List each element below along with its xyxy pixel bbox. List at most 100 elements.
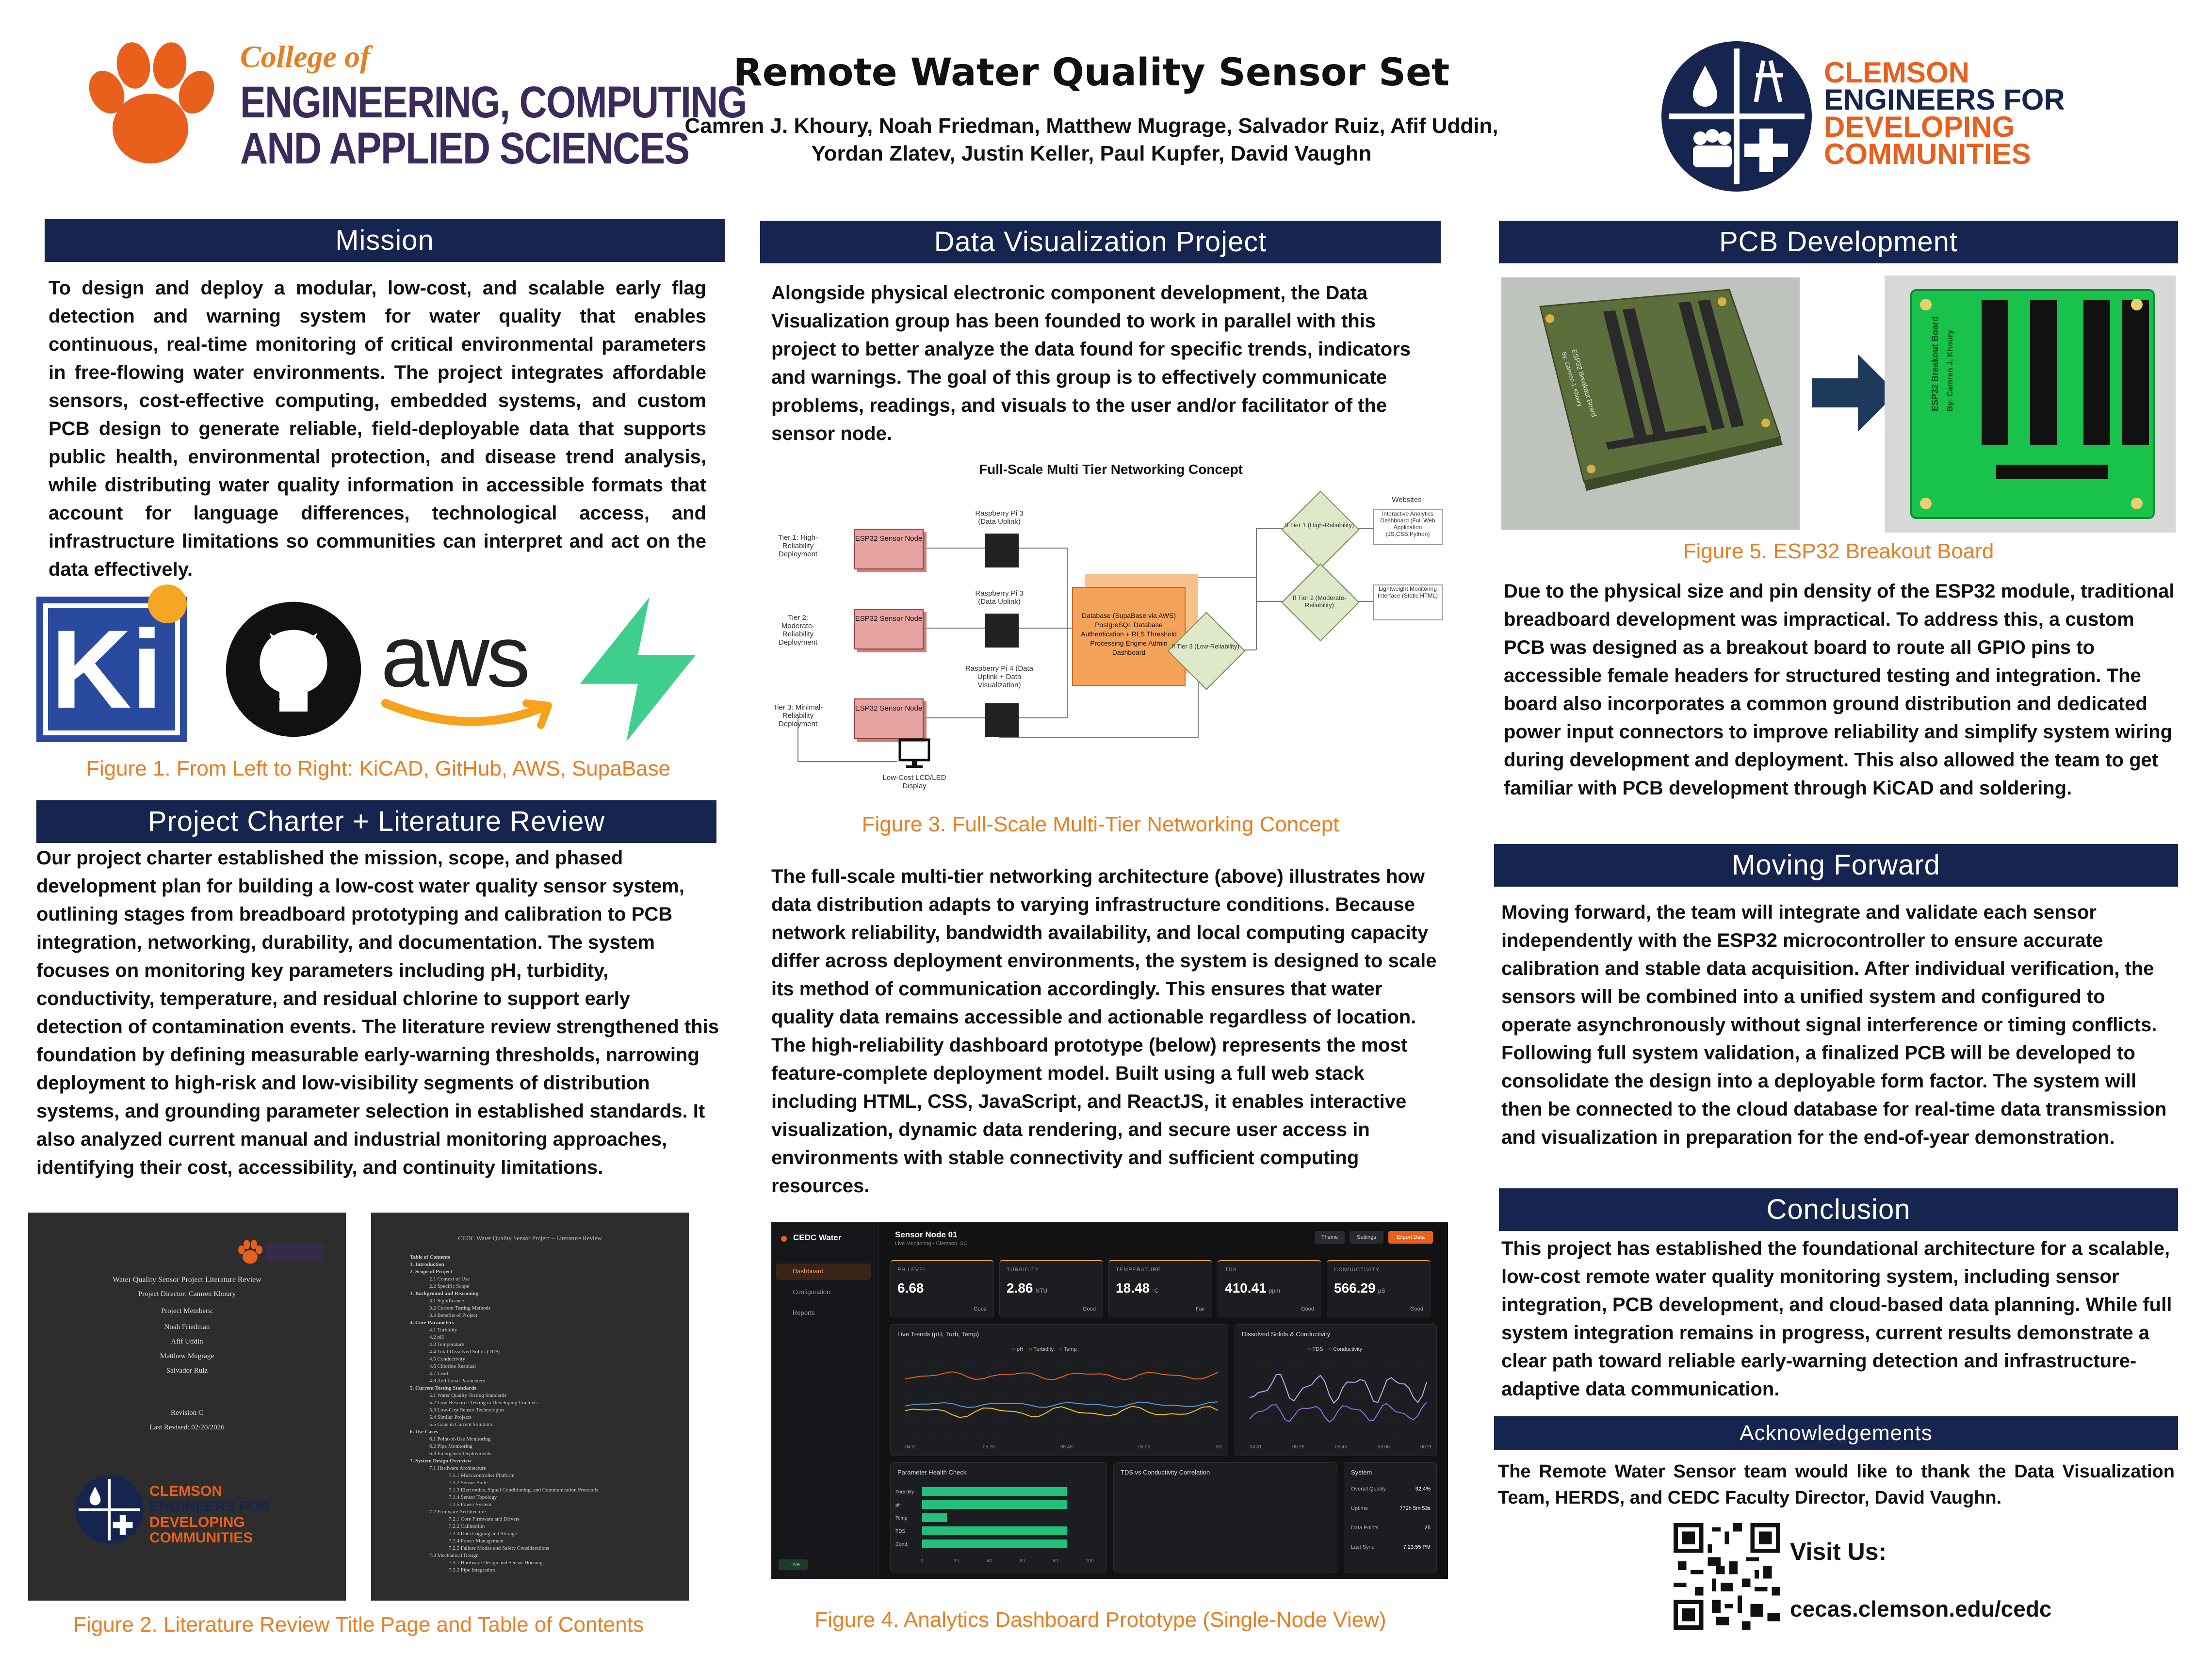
title-page-members: Project Members: xyxy=(161,1307,213,1315)
figure2-caption: Figure 2. Literature Review Title Page a… xyxy=(73,1613,644,1637)
system-title: System xyxy=(1351,1469,1372,1476)
pcb-physical-board-icon: ESP32 Breakout Board By: Camren J. Khour… xyxy=(1910,289,2155,519)
title-page-member: Matthew Mugrage xyxy=(160,1352,214,1360)
kpi-unit: °C xyxy=(1152,1287,1159,1294)
forward-header: Moving Forward xyxy=(1494,844,2178,887)
monitoring-interface-box: Lightweight Monitoring Interface (Static… xyxy=(1373,584,1443,620)
poster-title: Remote Water Quality Sensor Set xyxy=(733,51,1450,95)
pi1-label: Raspberry Pi 3 (Data Uplink) xyxy=(975,509,1024,526)
system-key: Uptime xyxy=(1351,1506,1368,1511)
solids-legend: ○ TDS ○ Conductivity xyxy=(1308,1346,1363,1352)
dash-node-sub: Live Monitoring • Clemson, SC xyxy=(895,1241,968,1247)
visit-url[interactable]: cecas.clemson.edu/cedc xyxy=(1790,1596,2052,1621)
toc-entry: 7.3 Mechanical Design xyxy=(429,1553,479,1558)
tier1-label: Tier 1: High-Reliability Deployment xyxy=(778,534,818,558)
tier3-decision: If Tier 3 (Low-Reliability) xyxy=(1171,643,1239,650)
title-page-member: Salvador Ruiz xyxy=(166,1367,208,1375)
tiger-paw-icon xyxy=(89,42,214,163)
small-cedc-l4: COMMUNITIES xyxy=(149,1530,253,1546)
kicad-dot-icon xyxy=(148,584,187,623)
health-row-label: TDS xyxy=(895,1529,905,1534)
cedc-line3: DEVELOPING xyxy=(1824,111,2015,143)
toc-entry: 7.2.5 Failure Modes and Safety Considera… xyxy=(449,1545,549,1551)
nav-dashboard[interactable]: Dashboard xyxy=(776,1264,871,1280)
kpi-title: TDS xyxy=(1225,1267,1237,1273)
system-value: 772h 5m 53s xyxy=(1399,1506,1431,1511)
export-button[interactable]: Export Data xyxy=(1388,1231,1433,1244)
kpi-value: 18.48°C xyxy=(1116,1280,1159,1296)
toc-entry: 2.1 Context of Use xyxy=(429,1276,470,1282)
solids-card: Dissolved Solids & Conductivity ○ TDS ○ … xyxy=(1235,1324,1437,1456)
toc-entry: 5.1 Water Quality Testing Standards xyxy=(429,1393,506,1398)
lit-review-title-page: Water Quality Sensor Project Literature … xyxy=(28,1213,346,1601)
time-tick-label: 06:06 xyxy=(1138,1444,1150,1450)
figure4-caption: Figure 4. Analytics Dashboard Prototype … xyxy=(814,1608,1386,1632)
brand-dot-icon xyxy=(781,1236,787,1242)
nav-reports[interactable]: Reports xyxy=(776,1305,871,1322)
charter-header: Project Charter + Literature Review xyxy=(36,800,716,843)
arrow-right-icon xyxy=(1812,354,1897,432)
toc-entry: 4.6 Chlorine Residual xyxy=(429,1363,476,1369)
pi3-chip-icon xyxy=(985,703,1019,737)
toc-entry: 7.2.4 Power Management xyxy=(449,1538,504,1544)
toc-entry: 2.2 Specific Scope xyxy=(429,1283,470,1289)
college-name-line1: ENGINEERING, COMPUTING xyxy=(240,78,747,127)
toc-entry: 5.2 Low-Resource Testing in Developing C… xyxy=(429,1400,538,1406)
tool-logos: Ki aws xyxy=(36,584,725,747)
dataviz-header: Data Visualization Project xyxy=(760,221,1441,263)
tier1-decision: If Tier 1 (High-Reliability) xyxy=(1285,521,1354,529)
toc-entry: 7.1.2 Sensor Suite xyxy=(449,1480,488,1486)
trends-title: Live Trends (pH, Turb, Temp) xyxy=(897,1330,979,1338)
health-row-label: Temp xyxy=(895,1516,908,1521)
health-tick-label: 80 xyxy=(1053,1558,1058,1564)
conductivity-series-line xyxy=(1249,1374,1427,1404)
cedc-line1: CLEMSON xyxy=(1824,56,1969,89)
health-bar xyxy=(922,1487,1068,1496)
cedc-line2: ENGINEERS FOR xyxy=(1824,83,2065,116)
dash-sidebar: CEDC Water Dashboard Configuration Repor… xyxy=(771,1222,878,1579)
pcb-photo-label: ESP32 Breakout Board xyxy=(1930,316,1940,411)
database-text: Database (SupaBase via AWS) PostgreSQL D… xyxy=(1081,612,1177,656)
toc-entry: 5.5 Gaps in Current Solutions xyxy=(429,1422,493,1427)
nav-configuration[interactable]: Configuration xyxy=(776,1284,871,1301)
legend-ph: pH xyxy=(1016,1346,1024,1352)
tier2-label: Tier 2: Moderate-Reliability Deployment xyxy=(778,614,818,647)
toc-page-title: CEDC Water Quality Sensor Project – Lite… xyxy=(458,1234,602,1242)
qr-code-icon[interactable] xyxy=(1674,1523,1780,1630)
toc-entry: 6.3 Emergency Deployments xyxy=(429,1451,491,1457)
toc-entry: 7.2.3 Data Logging and Storage xyxy=(449,1531,517,1537)
toc-entry: 7.1.3 Electronics, Signal Conditioning, … xyxy=(449,1487,598,1493)
time-tick-label: 05:26 xyxy=(1292,1444,1304,1450)
health-tick-label: 20 xyxy=(954,1558,960,1564)
settings-button[interactable]: Settings xyxy=(1350,1231,1383,1244)
conclusion-header: Conclusion xyxy=(1499,1188,2178,1231)
pi3-label: Raspberry Pi 4 (Data Uplink + Data Visua… xyxy=(965,664,1034,689)
trends-card: Live Trends (pH, Turb, Temp) ○ pH ○ Turb… xyxy=(890,1324,1228,1456)
aws-logo: aws xyxy=(376,608,560,737)
theme-button[interactable]: Theme xyxy=(1315,1231,1345,1244)
toc-entry: 7.2 Firmware Architecture xyxy=(429,1509,486,1515)
paw-small-icon xyxy=(238,1240,262,1264)
cedc-small-emblem-icon xyxy=(75,1475,144,1544)
network-diagram-title: Full-Scale Multi Tier Networking Concept xyxy=(979,462,1243,477)
kpi-unit: NTU xyxy=(1035,1287,1048,1294)
title-page-member: Afif Uddin xyxy=(171,1338,203,1345)
kpi-unit: ppm xyxy=(1269,1287,1280,1294)
toc-entry: 3. Background and Reasoning xyxy=(410,1291,479,1296)
analytics-dashboard: CEDC Water Dashboard Configuration Repor… xyxy=(771,1222,1448,1579)
toc-entry: 3.1 Significance xyxy=(429,1298,464,1304)
ack-text: The Remote Water Sensor team would like … xyxy=(1498,1461,2175,1508)
lcd-monitor-icon xyxy=(898,738,930,768)
forward-text: Moving forward, the team will integrate … xyxy=(1501,902,2167,1148)
toc-entry: 4.4 Total Dissolved Solids (TDS) xyxy=(429,1349,501,1355)
kpi-title: PH LEVEL xyxy=(897,1267,927,1273)
toc-entry: 7.2.2 Calibration xyxy=(449,1523,485,1529)
pcb-header: PCB Development xyxy=(1499,221,2178,263)
legend-turbidity: Turbidity xyxy=(1033,1346,1054,1352)
